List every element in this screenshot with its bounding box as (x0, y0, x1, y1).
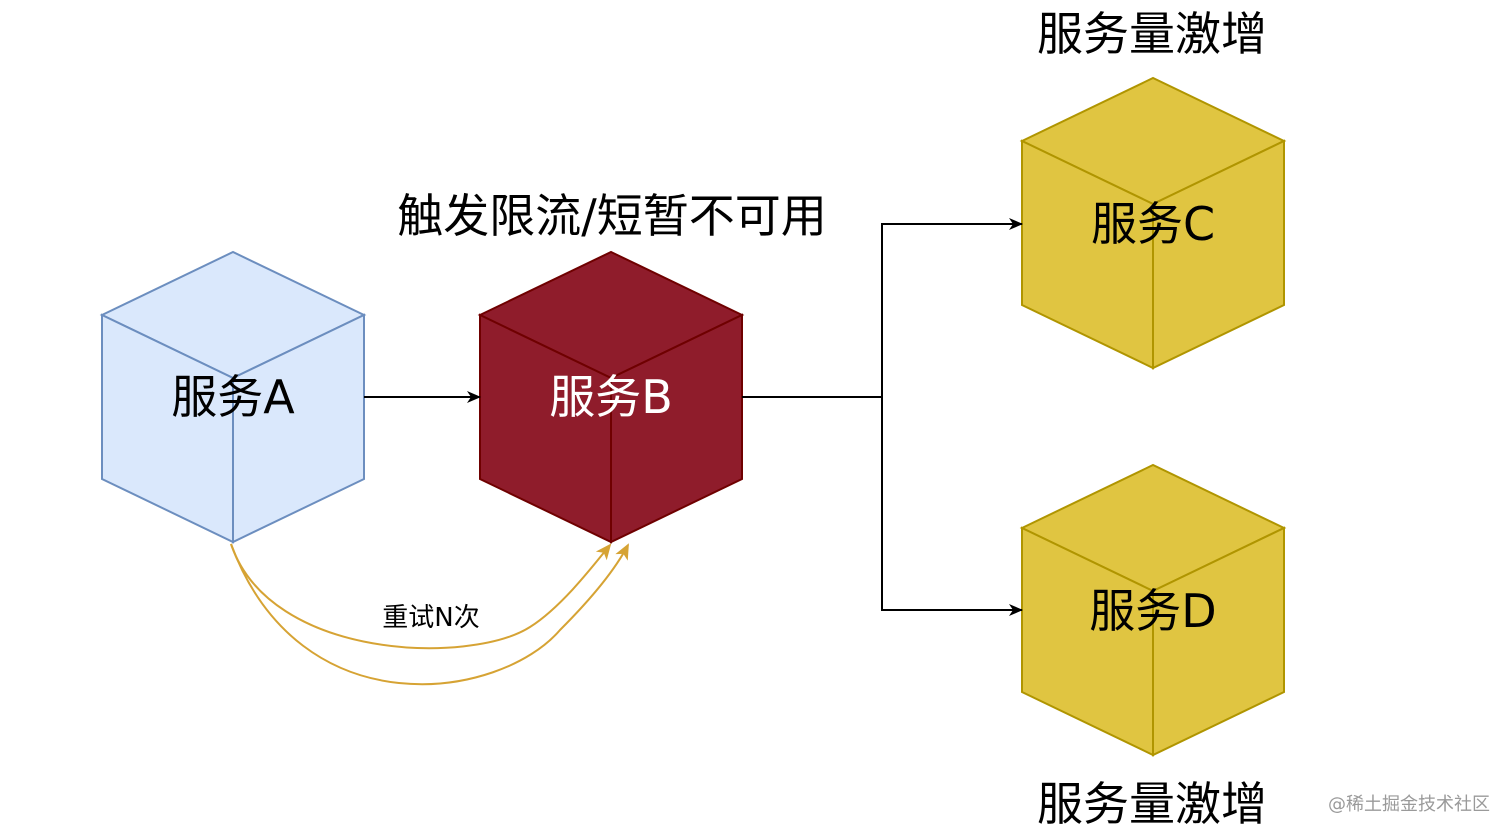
service-b-label: 服务B (549, 370, 673, 424)
service-a-right-face (232, 313, 365, 544)
retry-label: 重试N次 (382, 603, 479, 633)
service-d-status-label: 服务量激增 (1037, 777, 1267, 831)
service-c-label: 服务C (1091, 197, 1215, 251)
service-b-status-label: 触发限流/短暂不可用 (397, 189, 827, 243)
service-d-label: 服务D (1089, 584, 1216, 638)
service-d-right-face (1152, 526, 1285, 757)
service-c-right-face (1152, 139, 1285, 370)
b-to-d-arrow (881, 397, 1023, 616)
service-b-cube: 服务B (477, 250, 745, 544)
service-b-right-face (610, 313, 743, 544)
watermark-text: @稀土掘金技术社区 (1328, 794, 1490, 815)
service-d-cube: 服务D (1019, 463, 1287, 757)
retry-curve-outer (230, 543, 629, 686)
service-c-status-label: 服务量激增 (1037, 7, 1267, 61)
service-a-label: 服务A (171, 370, 295, 424)
service-a-cube: 服务A (99, 250, 367, 544)
retry-curve-inner (230, 543, 612, 650)
service-c-cube: 服务C (1019, 76, 1287, 370)
b-to-c-arrow (881, 218, 1023, 397)
